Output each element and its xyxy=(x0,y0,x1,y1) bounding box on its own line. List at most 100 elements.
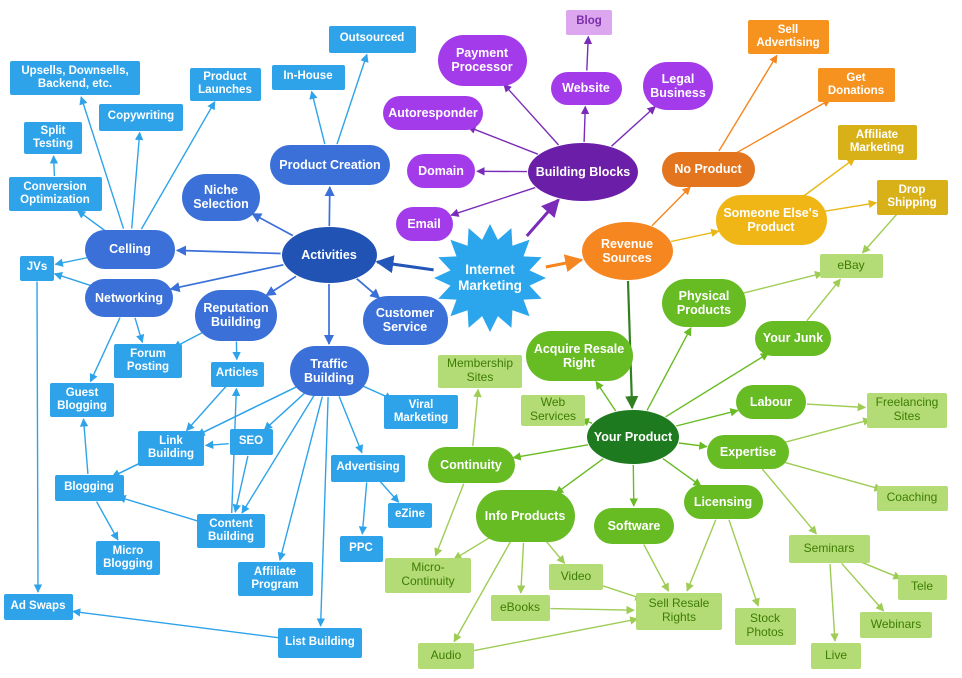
edge-expertise-coaching xyxy=(782,461,883,492)
node-get_donations: Get Donations xyxy=(817,68,895,102)
node-product_launches: Product Launches xyxy=(189,67,261,101)
edge-physical_products-ebay xyxy=(743,270,824,294)
edge-traffic_building-seo xyxy=(263,391,307,431)
node-drop_shipping: Drop Shipping xyxy=(876,179,948,215)
node-membership_sites: Membership Sites xyxy=(438,354,522,388)
edge-continuity-membership_sites xyxy=(472,388,482,447)
edge-jvs-ad_swaps xyxy=(33,281,43,593)
edge-traffic_building-list_building xyxy=(316,396,329,627)
node-ebooks: eBooks xyxy=(490,595,550,621)
node-conversion_optimization: Conversion Optimization xyxy=(8,177,102,211)
edge-conversion_optimization-split_testing xyxy=(49,155,59,177)
edge-traffic_building-content_building xyxy=(241,394,315,514)
edge-seo-content_building xyxy=(232,455,249,513)
edge-advertising-ezine xyxy=(379,481,400,503)
edge-traffic_building-affiliate_program xyxy=(277,396,323,562)
edge-someone_elses_product-drop_shipping xyxy=(824,199,878,212)
node-revenue_sources: Revenue Sources xyxy=(581,222,673,280)
edge-licensing-sell_resale_rights xyxy=(686,519,717,592)
node-ad_swaps: Ad Swaps xyxy=(3,594,73,620)
node-your_junk: Your Junk xyxy=(755,320,831,356)
node-info_products: Info Products xyxy=(475,490,575,542)
edge-celling-product_launches xyxy=(140,100,216,230)
edge-celling-conversion_optimization xyxy=(76,210,107,233)
edge-product_creation-outsourced xyxy=(336,53,369,145)
node-ezine: eZine xyxy=(388,502,432,528)
node-website: Website xyxy=(550,71,622,105)
node-coaching: Coaching xyxy=(876,485,948,511)
node-blogging: Blogging xyxy=(54,475,124,501)
node-affiliate_marketing: Affiliate Marketing xyxy=(837,124,917,160)
edge-product_creation-in_house xyxy=(309,90,326,145)
node-domain: Domain xyxy=(407,154,475,188)
edge-advertising-ppc xyxy=(358,482,368,535)
node-building_blocks: Building Blocks xyxy=(528,143,638,201)
node-forum_posting: Forum Posting xyxy=(114,344,182,378)
node-physical_products: Physical Products xyxy=(662,279,746,327)
node-micro_continuity: Micro- Continuity xyxy=(385,557,471,593)
node-advertising: Advertising xyxy=(331,454,405,482)
node-no_product: No Product xyxy=(661,151,755,187)
edge-licensing-stock_photos xyxy=(728,519,760,607)
node-content_building: Content Building xyxy=(197,514,265,548)
edge-info_products-ebooks xyxy=(517,542,526,594)
edge-seminars-tele xyxy=(856,559,902,580)
edge-your_product-software xyxy=(629,464,638,507)
edge-traffic_building-advertising xyxy=(338,395,363,454)
edge-networking-jvs xyxy=(53,272,93,287)
node-autoresponder: Autoresponder xyxy=(383,96,483,130)
edge-building_blocks-payment_processor xyxy=(503,83,560,146)
edge-articles-link_building xyxy=(185,385,227,432)
edge-building_blocks-autoresponder xyxy=(467,125,539,155)
node-guest_blogging: Guest Blogging xyxy=(50,383,114,417)
node-stock_photos: Stock Photos xyxy=(734,607,796,645)
node-your_product: Your Product xyxy=(587,410,679,464)
edge-seminars-webinars xyxy=(841,562,885,612)
edge-your_product-acquire_resale_right xyxy=(595,380,617,412)
node-internet_marketing: Internet Marketing xyxy=(458,262,522,293)
edge-seminars-live xyxy=(829,563,839,642)
edge-your_product-expertise xyxy=(678,441,708,450)
edge-website-blog xyxy=(583,35,593,71)
node-webinars: Webinars xyxy=(860,612,932,638)
node-niche_selection: Niche Selection xyxy=(182,173,260,221)
node-list_building: List Building xyxy=(278,628,362,658)
node-seo: SEO xyxy=(229,429,273,455)
node-freelancing_sites: Freelancing Sites xyxy=(867,392,947,428)
node-continuity: Continuity xyxy=(427,447,515,483)
edge-internet_marketing-revenue_sources xyxy=(545,254,584,272)
node-product_creation: Product Creation xyxy=(270,145,390,185)
edge-internet_marketing-building_blocks xyxy=(525,198,560,237)
edge-activities-networking xyxy=(169,263,284,293)
node-outsourced: Outsourced xyxy=(328,25,416,53)
node-ppc: PPC xyxy=(339,536,383,562)
edge-celling-copywriting xyxy=(131,131,144,229)
node-copywriting: Copywriting xyxy=(99,103,183,131)
node-web_services: Web Services xyxy=(521,394,585,426)
edge-blogging-guest_blogging xyxy=(79,418,89,475)
edge-seo-link_building xyxy=(204,440,229,450)
edge-audio-sell_resale_rights xyxy=(472,616,639,652)
edge-no_product-get_donations xyxy=(734,98,832,155)
node-activities: Activities xyxy=(281,227,377,283)
node-labour: Labour xyxy=(736,385,806,419)
edge-ebooks-sell_resale_rights xyxy=(550,605,635,615)
edge-content_building-blogging xyxy=(117,494,202,523)
edge-list_building-ad_swaps xyxy=(71,608,280,639)
edge-continuity-micro_continuity xyxy=(434,483,465,557)
node-micro_blogging: Micro Blogging xyxy=(96,541,160,575)
edge-networking-guest_blogging xyxy=(89,317,121,383)
node-ebay: eBay xyxy=(819,254,883,278)
node-upsells: Upsells, Downsells, Backend, etc. xyxy=(10,61,140,95)
edge-info_products-micro_continuity xyxy=(453,535,493,560)
node-sell_resale_rights: Sell Resale Rights xyxy=(636,592,722,630)
node-email: Email xyxy=(395,207,453,241)
node-articles: Articles xyxy=(210,361,264,387)
edge-expertise-freelancing_sites xyxy=(783,417,872,444)
node-licensing: Licensing xyxy=(683,485,763,519)
node-acquire_resale_right: Acquire Resale Right xyxy=(525,331,633,381)
node-blog: Blog xyxy=(566,9,612,35)
edge-your_product-physical_products xyxy=(646,327,692,411)
node-traffic_building: Traffic Building xyxy=(289,346,369,396)
